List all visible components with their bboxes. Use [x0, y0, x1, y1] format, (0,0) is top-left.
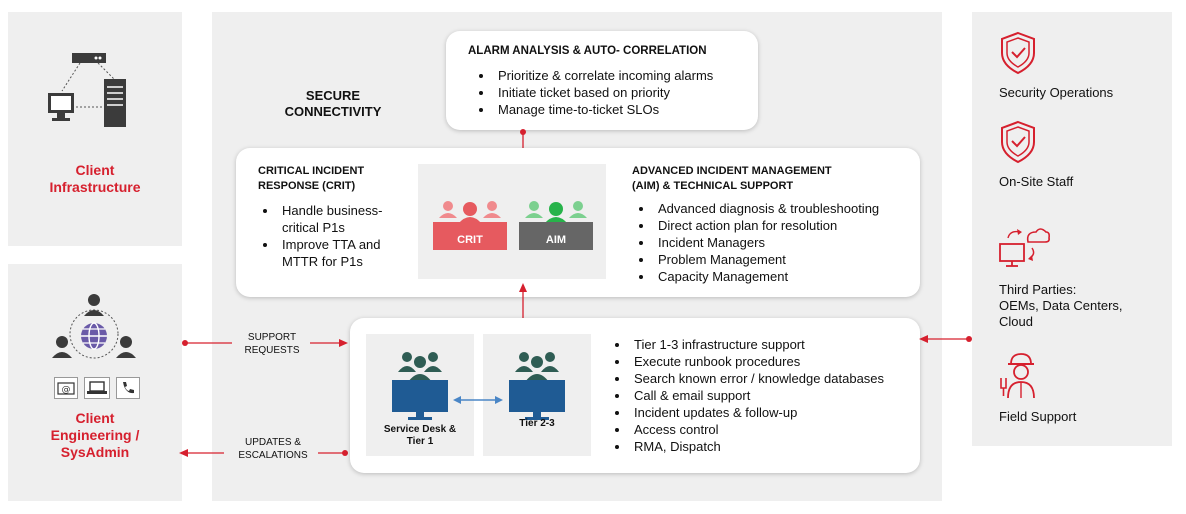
third-parties-label: Third Parties:OEMs, Data Centers,Cloud [999, 282, 1123, 329]
list-item: Tier 1-3 infrastructure support [630, 336, 940, 353]
aim-title: ADVANCED INCIDENT MANAGEMENT(AIM) & TECH… [632, 165, 832, 192]
phone-icon [116, 377, 140, 399]
email-icon: @ [54, 377, 78, 399]
shield-check-icon [1001, 120, 1035, 164]
network-infrastructure-icon [48, 53, 126, 127]
list-item: Prioritize & correlate incoming alarms [494, 67, 784, 84]
field-technician-icon [1000, 353, 1035, 399]
list-item: Capacity Management [654, 268, 944, 285]
service-desk-label: Service Desk &Tier 1 [383, 424, 457, 447]
alarm-analysis-card: ALARM ANALYSIS & AUTO- CORRELATION Prior… [446, 31, 758, 130]
alarm-analysis-list: Prioritize & correlate incoming alarms I… [472, 67, 784, 118]
aim-team-icon: AIM [519, 201, 593, 250]
updates-escalations-arrow [179, 449, 348, 457]
crit-badge-label: CRIT [457, 234, 483, 246]
list-item: Incident Managers [654, 234, 944, 251]
tiers-support-card: Service Desk &Tier 1 Tier 2-3 Tier 1-3 i… [350, 318, 920, 473]
list-item: Improve TTA and MTTR for P1s [278, 236, 418, 270]
crit-aim-graphic [418, 164, 606, 279]
security-operations-label: Security Operations [999, 85, 1114, 100]
list-item: Direct action plan for resolution [654, 217, 944, 234]
field-support-label: Field Support [999, 409, 1077, 424]
support-requests-arrow [182, 339, 348, 347]
resources-to-tiers-arrow [919, 335, 972, 343]
alarm-analysis-title: ALARM ANALYSIS & AUTO- CORRELATION [468, 45, 707, 57]
aim-badge-label: AIM [546, 234, 566, 246]
list-item: Problem Management [654, 251, 944, 268]
list-item: Initiate ticket based on priority [494, 84, 784, 101]
laptop-icon [84, 377, 110, 399]
client-infrastructure-panel [8, 12, 182, 246]
crit-list: Handle business-critical P1s Improve TTA… [256, 202, 418, 270]
crit-team-icon: CRIT [433, 201, 507, 250]
list-item: Call & email support [630, 387, 940, 404]
tiers-list: Tier 1-3 infrastructure support Execute … [608, 336, 940, 455]
updates-escalations-label: UPDATES &ESCALATIONS [238, 437, 308, 461]
list-item: RMA, Dispatch [630, 438, 940, 455]
service-desk-monitor-icon [392, 380, 448, 420]
aim-list: Advanced diagnosis & troubleshooting Dir… [632, 200, 944, 285]
svg-text:@: @ [62, 385, 71, 395]
shield-check-icon [1001, 31, 1035, 75]
list-item: Incident updates & follow-up [630, 404, 940, 421]
tier23-label: Tier 2-3 [519, 418, 555, 429]
list-item: Advanced diagnosis & troubleshooting [654, 200, 944, 217]
list-item: Manage time-to-ticket SLOs [494, 101, 784, 118]
onsite-staff-label: On-Site Staff [999, 174, 1074, 189]
resources-panel [972, 12, 1172, 446]
cloud-computer-icon [999, 228, 1050, 267]
tier23-monitor-icon [509, 380, 565, 420]
list-item: Search known error / knowledge databases [630, 370, 940, 387]
escalation-double-arrow [453, 396, 503, 404]
list-item: Execute runbook procedures [630, 353, 940, 370]
people-network-icon [52, 294, 136, 359]
list-item: Handle business-critical P1s [278, 202, 418, 236]
list-item: Access control [630, 421, 940, 438]
